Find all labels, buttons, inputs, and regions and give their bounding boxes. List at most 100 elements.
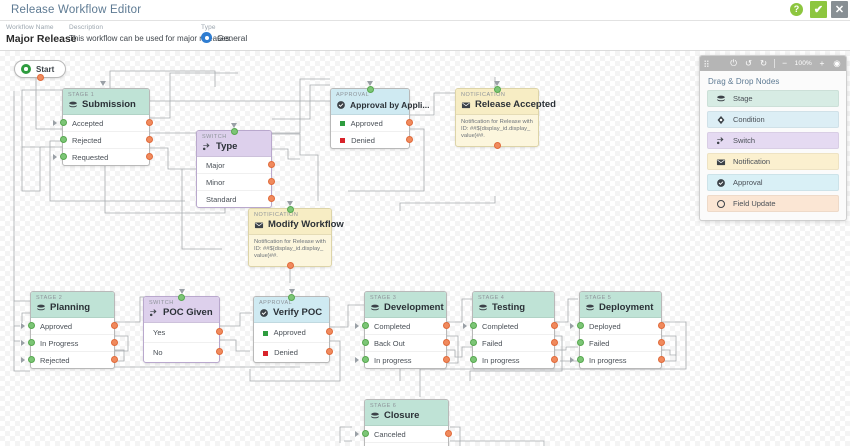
node-switch-poc-given[interactable]: SWITCH POC Given Yes No [143, 289, 223, 363]
output-port[interactable] [444, 430, 452, 437]
input-port[interactable] [576, 356, 584, 363]
output-port[interactable] [215, 348, 223, 355]
node-switch-type[interactable]: SWITCH Type Major Minor Standard [196, 123, 275, 208]
input-port[interactable] [230, 127, 238, 135]
output-port[interactable] [442, 339, 450, 346]
node-row[interactable]: Approved [331, 115, 413, 132]
node-stage-1-submission[interactable]: STAGE 1 Submission Accepted Rejected [53, 81, 153, 166]
palette-item-approval[interactable]: Approval [707, 174, 839, 191]
input-port[interactable] [469, 356, 477, 363]
input-port[interactable] [361, 339, 369, 346]
workflow-name-field[interactable]: Workflow Name Major Release [6, 23, 77, 46]
node-notification-modify-workflow[interactable]: NOTIFICATION Modify Workflow Notificatio… [248, 201, 344, 270]
help-icon[interactable]: ? [790, 3, 803, 16]
node-stage-6-closure[interactable]: STAGE 6 Closure Canceled Completed [355, 399, 452, 446]
input-port[interactable] [27, 322, 35, 329]
input-port[interactable] [493, 85, 501, 93]
power-icon[interactable]: ⏻ [730, 58, 737, 69]
node-row[interactable]: Approved [254, 323, 333, 343]
input-port[interactable] [288, 293, 295, 301]
output-port[interactable] [405, 119, 413, 126]
output-port[interactable] [550, 339, 558, 346]
node-stage-5-deployment[interactable]: STAGE 5 Deployment Deployed Failed [570, 291, 665, 369]
node-row[interactable]: Failed [576, 335, 665, 352]
node-row[interactable]: Completed [463, 318, 558, 335]
output-port[interactable] [493, 142, 501, 150]
palette-item-field-update[interactable]: Field Update [707, 195, 839, 212]
output-port[interactable] [550, 356, 558, 363]
node-row[interactable]: Denied [331, 132, 413, 148]
node-row[interactable]: Denied [254, 343, 333, 362]
redo-icon[interactable]: ↻ [760, 58, 768, 69]
input-port[interactable] [178, 293, 185, 301]
output-port[interactable] [325, 348, 333, 355]
node-row[interactable]: No [144, 343, 223, 362]
node-row[interactable]: Requested [53, 149, 153, 165]
node-row[interactable]: In progress [469, 352, 558, 368]
input-port[interactable] [27, 339, 35, 346]
node-approval-by-application[interactable]: APPROVAL Approval by Appli... Approved D… [330, 81, 430, 149]
node-stage-3-development[interactable]: STAGE 3 Development Completed Back Out [355, 291, 450, 369]
input-port[interactable] [469, 339, 477, 346]
node-row[interactable]: Completed [355, 318, 450, 335]
workflow-description-field[interactable]: Description This workflow can be used fo… [69, 23, 232, 46]
node-row[interactable]: Accepted [53, 115, 153, 132]
start-output-port[interactable] [36, 73, 44, 81]
node-row[interactable]: Back Out [361, 335, 450, 352]
output-port[interactable] [286, 262, 294, 270]
close-button[interactable]: ✕ [831, 1, 848, 18]
output-port[interactable] [145, 136, 153, 143]
input-port[interactable] [59, 136, 67, 143]
node-row[interactable]: Minor [197, 174, 275, 191]
input-port[interactable] [576, 322, 584, 329]
workflow-canvas[interactable]: Start STAGE 1 Submission Accepted [0, 51, 850, 446]
output-port[interactable] [110, 339, 118, 346]
input-port[interactable] [366, 85, 374, 93]
output-port[interactable] [267, 161, 275, 168]
start-node[interactable]: Start [14, 60, 66, 81]
input-port[interactable] [59, 153, 67, 160]
node-row[interactable]: Rejected [21, 352, 118, 368]
node-row[interactable]: Major [197, 157, 275, 174]
output-port[interactable] [325, 328, 333, 335]
input-port[interactable] [469, 322, 477, 329]
node-row[interactable]: Canceled [355, 426, 452, 443]
output-port[interactable] [267, 178, 275, 185]
palette-item-stage[interactable]: Stage [707, 90, 839, 107]
node-row[interactable]: Approved [21, 318, 118, 335]
output-port[interactable] [657, 322, 665, 329]
output-port[interactable] [110, 356, 118, 363]
node-row[interactable]: Yes [144, 323, 223, 343]
palette-item-condition[interactable]: Condition [707, 111, 839, 128]
input-port[interactable] [576, 339, 584, 346]
workflow-type-field[interactable]: Type General [201, 23, 247, 43]
node-row[interactable]: In progress [355, 352, 450, 368]
node-row[interactable]: In progress [570, 352, 665, 368]
input-port[interactable] [361, 322, 369, 329]
zoom-out-button[interactable]: − [782, 58, 788, 69]
output-port[interactable] [110, 322, 118, 329]
node-row[interactable]: In Progress [21, 335, 118, 352]
palette-item-notification[interactable]: Notification [707, 153, 839, 170]
zoom-in-button[interactable]: + [819, 58, 825, 69]
node-notification-release-accepted[interactable]: NOTIFICATION Release Accepted Notificati… [455, 81, 556, 150]
fit-to-screen-icon[interactable]: ◉ [833, 58, 841, 69]
drag-handle-icon[interactable] [704, 59, 709, 68]
output-port[interactable] [145, 119, 153, 126]
node-stage-4-testing[interactable]: STAGE 4 Testing Completed Failed [463, 291, 558, 369]
undo-icon[interactable]: ↺ [745, 58, 753, 69]
output-port[interactable] [215, 328, 223, 335]
palette-item-switch[interactable]: Switch [707, 132, 839, 149]
output-port[interactable] [405, 136, 413, 143]
node-row[interactable]: Standard [197, 191, 275, 207]
input-port[interactable] [27, 356, 35, 363]
input-port[interactable] [361, 430, 369, 437]
node-row[interactable]: Failed [469, 335, 558, 352]
input-port[interactable] [59, 119, 67, 126]
output-port[interactable] [145, 153, 153, 160]
node-stage-2-planning[interactable]: STAGE 2 Planning Approved In Progress [21, 291, 118, 369]
output-port[interactable] [442, 322, 450, 329]
input-port[interactable] [286, 205, 294, 213]
node-approval-verify-poc[interactable]: APPROVAL Verify POC Approved Denied [253, 289, 333, 363]
output-port[interactable] [657, 339, 665, 346]
